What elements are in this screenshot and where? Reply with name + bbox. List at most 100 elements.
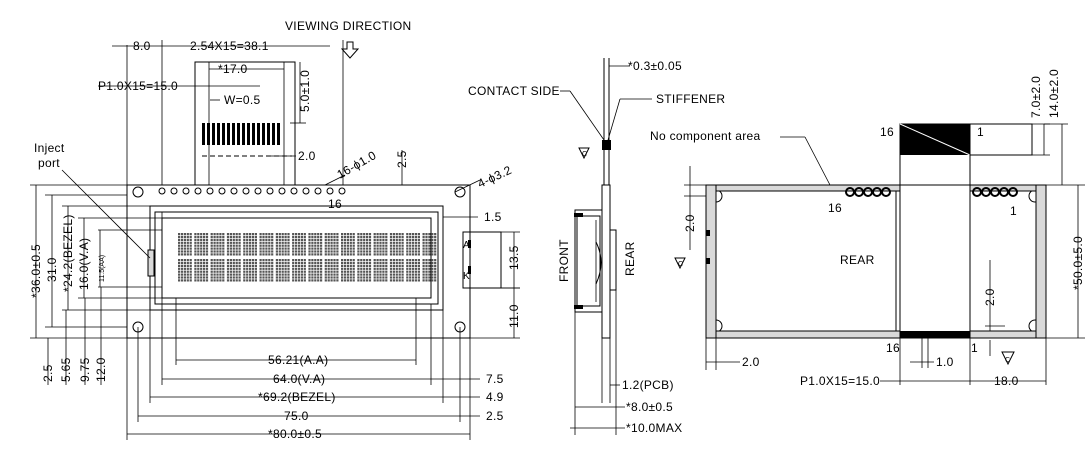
dim-top-gap: 2.5: [395, 150, 409, 168]
rear-pads-right: [973, 188, 1017, 196]
backlight-k-label: K: [463, 271, 470, 282]
dim-fpc-trace-w: W=0.5: [224, 93, 261, 107]
dim-r-c: 2.5: [486, 409, 504, 423]
dim-pitch-total: 2.54X15=38.1: [190, 39, 269, 53]
dim-side-pcb: 1.2(PCB): [622, 378, 674, 392]
character-cell: [373, 233, 388, 256]
side-bezel: [575, 210, 602, 312]
svg-text:C: C: [582, 151, 587, 158]
dim-h-aa: 11.5(AA): [99, 255, 106, 282]
character-cell: [243, 259, 257, 282]
dim-backlight-h: 13.5: [507, 245, 521, 270]
pin-16-label: 16: [328, 197, 342, 211]
rear-pcb-label: REAR: [840, 253, 875, 267]
fpc-contacts: [202, 123, 280, 145]
character-cell: [243, 233, 257, 256]
backlight-a-label: A: [463, 240, 470, 251]
bezel-inner: [155, 212, 438, 304]
viewing-area: [162, 218, 431, 298]
dim-w-aa: 56.21(A.A): [268, 353, 328, 367]
side-pcb: [602, 185, 610, 338]
rear-pin-16-bot: 16: [886, 341, 900, 355]
character-cell: [178, 233, 192, 256]
dim-fpc-pitch: P1.0X15=15.0: [98, 79, 178, 93]
character-cell: [275, 233, 290, 256]
front-pcb: [127, 185, 470, 338]
dim-right-gap: 1.5: [484, 210, 502, 224]
dim-fpc-thick: *0.3±0.05: [628, 59, 682, 73]
rear-pads-left: [846, 188, 890, 196]
character-cell: [341, 233, 355, 256]
side-rear-label: REAR: [623, 241, 637, 276]
side-front-label: FRONT: [557, 239, 571, 282]
dim-rear-fpc2: 14.0±2.0: [1047, 69, 1061, 118]
stiffener-bar: [602, 140, 611, 150]
inject-port: [148, 250, 154, 276]
character-cell: [194, 233, 209, 256]
dim-rear-h-inner: 2.0: [983, 288, 997, 306]
character-cell: [324, 233, 339, 256]
character-cell: [292, 259, 306, 282]
character-cell: [292, 233, 306, 256]
character-cell: [210, 233, 225, 256]
dim-fpc-len: 5.0±1.0: [298, 70, 312, 112]
no-component-label: No component area: [650, 129, 761, 143]
character-cell: [226, 259, 241, 282]
dim-w-holes: 75.0: [284, 409, 309, 423]
dim-rear-pitch-gap: 1.0: [936, 355, 954, 369]
character-cell: [324, 259, 339, 282]
character-cell: [194, 259, 209, 282]
viewing-direction-label: VIEWING DIRECTION: [285, 19, 411, 33]
character-cell: [422, 233, 437, 256]
character-cell: [357, 259, 372, 282]
rear-view: No component area 16 1 7.0±2.0 14.0±2.0: [650, 69, 1085, 388]
mount-hole-tr: [455, 187, 465, 197]
dim-rear-fpc1: 7.0±2.0: [1029, 76, 1043, 118]
character-cell: [275, 259, 290, 282]
dim-h-bezel: *24.2(BEZEL): [61, 214, 75, 292]
character-cell: [178, 259, 192, 282]
dim-side-thick: *8.0±0.5: [626, 400, 673, 414]
svg-text:C: C: [1005, 357, 1010, 364]
rear-pcb: [706, 185, 1046, 338]
dim-rear-w-left: 2.0: [742, 355, 760, 369]
character-cell: [373, 259, 388, 282]
dim-r-b: 4.9: [486, 390, 504, 404]
dim-r-a: 7.5: [486, 372, 504, 386]
pin-row: [159, 188, 345, 194]
dim-b-b: 5.65: [59, 357, 73, 382]
character-cell: [389, 233, 404, 256]
dim-h-total: *36.0±0.5: [29, 244, 43, 298]
dim-h-va: 16.0(V.A): [77, 238, 91, 290]
rear-pin-1-top: 1: [977, 125, 984, 139]
dim-rear-fpc-pitch: P1.0X15=15.0: [800, 374, 880, 388]
character-cell: [422, 259, 437, 282]
dim-w-total: *80.0±0.5: [268, 427, 322, 441]
character-cell: [341, 259, 355, 282]
viewing-direction-arrow: [342, 42, 358, 58]
dim-pin-hole: 16-ϕ1.0: [335, 148, 379, 182]
dim-w-bezel: *69.2(BEZEL): [258, 390, 336, 404]
svg-text:C: C: [678, 261, 683, 268]
dim-pitch-left: 8.0: [133, 39, 151, 53]
dim-mount-hole: 4-ϕ3.2: [475, 163, 513, 191]
character-grid: [178, 233, 437, 282]
dim-rear-w-right: 18.0: [994, 374, 1019, 388]
dim-rear-h-left: 2.0: [683, 214, 697, 232]
dim-b-a: 2.5: [41, 364, 55, 382]
character-cell: [259, 233, 274, 256]
rear-pin-16-top: 16: [880, 125, 894, 139]
character-cell: [406, 233, 420, 256]
rear-pin-16-pad: 16: [828, 201, 842, 215]
character-cell: [389, 259, 404, 282]
character-cell: [357, 233, 372, 256]
dim-rear-h-total: *50.0±5.0: [1071, 236, 1085, 290]
stiffener-label: STIFFENER: [656, 92, 725, 106]
rear-fpc: [900, 124, 970, 338]
dim-fpc-gap: 2.0: [298, 149, 316, 163]
character-cell: [308, 259, 323, 282]
character-cell: [308, 233, 323, 256]
character-cell: [259, 259, 274, 282]
character-cell: [406, 259, 420, 282]
